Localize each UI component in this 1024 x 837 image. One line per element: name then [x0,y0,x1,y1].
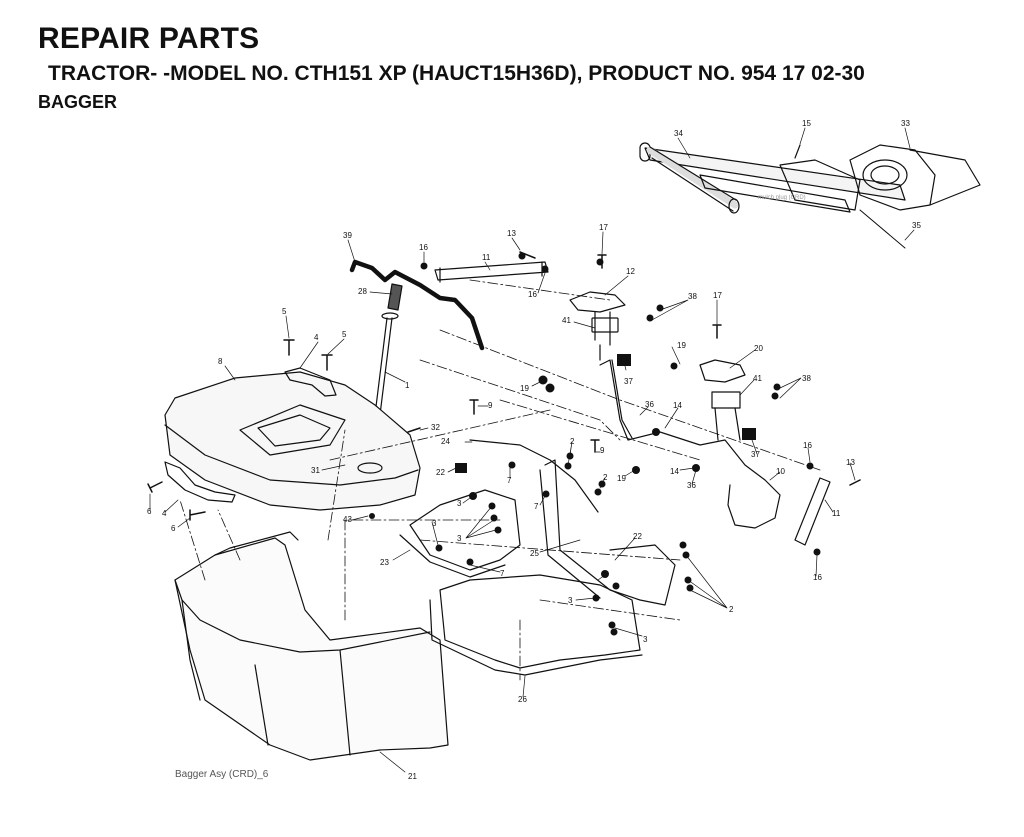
callout-7c: 7 [500,569,505,578]
callout-5: 5 [282,307,287,316]
callout-13: 13 [507,229,516,238]
diagram-caption: Bagger Asy (CRD)_6 [175,769,269,780]
callout-39: 39 [343,231,352,240]
callout-6b: 6 [171,524,176,533]
callout-17: 17 [599,223,608,232]
callout-37b: 37 [751,450,760,459]
callout-11b: 11 [832,509,841,518]
callout-14b: 14 [670,467,679,476]
callout-36b: 36 [687,481,696,490]
part-12-hitch [569,291,626,313]
callout-28: 28 [358,287,367,296]
callout-2: 2 [570,437,575,446]
callout-31: 31 [311,466,320,475]
callout-11: 11 [482,253,491,262]
part-8-cover [164,371,421,511]
callout-32: 32 [431,423,440,432]
callout-9: 9 [488,401,493,410]
callout-7b: 7 [534,502,539,511]
callout-19: 19 [677,341,686,350]
callout-34: 34 [674,129,683,138]
inset-caption: mulch plug (CRD) [758,195,806,201]
callout-3c: 3 [568,596,573,605]
callout-2c: 2 [729,605,734,614]
callout-21: 21 [408,772,417,781]
section-title: BAGGER [38,92,118,112]
callout-38b: 38 [802,374,811,383]
callout-16c: 16 [803,441,812,450]
callout-6: 6 [147,507,152,516]
model-subtitle: TRACTOR- -MODEL NO. CTH151 XP (HAUCT15H3… [48,62,865,85]
part-39-handle [349,259,485,351]
callout-38: 38 [688,292,697,301]
page-title: REPAIR PARTS [38,22,260,55]
callout-19b: 19 [520,384,529,393]
mulch-plug-inset [639,142,981,249]
part-26-frame [439,574,641,669]
callout-26: 26 [518,695,527,704]
callout-3b: 3 [457,534,462,543]
callout-41: 41 [562,316,571,325]
callout-22b: 22 [633,532,642,541]
callout-43: 43 [343,515,352,524]
callout-1: 1 [405,381,410,390]
callout-4b: 4 [162,509,167,518]
callout-16b: 16 [528,290,537,299]
part-25-frame [544,459,676,606]
callout-9b: 9 [600,446,605,455]
callout-20: 20 [754,344,763,353]
callout-4: 4 [314,333,319,342]
callout-24: 24 [441,437,450,446]
callout-23: 23 [380,558,389,567]
part-23-frame [409,489,521,571]
part-callouts: 34 15 33 35 39 16 11 13 17 12 28 16 38 1… [147,119,921,781]
callout-14: 14 [673,401,682,410]
callout-37: 37 [624,377,633,386]
callout-2b: 2 [603,473,608,482]
callout-41b: 41 [753,374,762,383]
callout-3d: 3 [643,635,648,644]
part-21-bag [174,537,449,761]
callout-7: 7 [507,476,512,485]
callout-17b: 17 [713,291,722,300]
callout-25: 25 [530,549,539,558]
callout-3: 3 [457,499,462,508]
callout-16d: 16 [813,573,822,582]
callout-5b: 5 [342,330,347,339]
callout-7d: 3 [432,519,437,528]
callout-12: 12 [626,267,635,276]
callout-13b: 13 [846,458,855,467]
callout-35: 35 [912,221,921,230]
callout-19c: 19 [617,474,626,483]
callout-33: 33 [901,119,910,128]
callout-8: 8 [218,357,223,366]
callout-16: 16 [419,243,428,252]
callout-22: 22 [436,468,445,477]
callout-15: 15 [802,119,811,128]
part-14-tube [599,359,781,529]
callout-36: 36 [645,400,654,409]
callout-10: 10 [776,467,785,476]
